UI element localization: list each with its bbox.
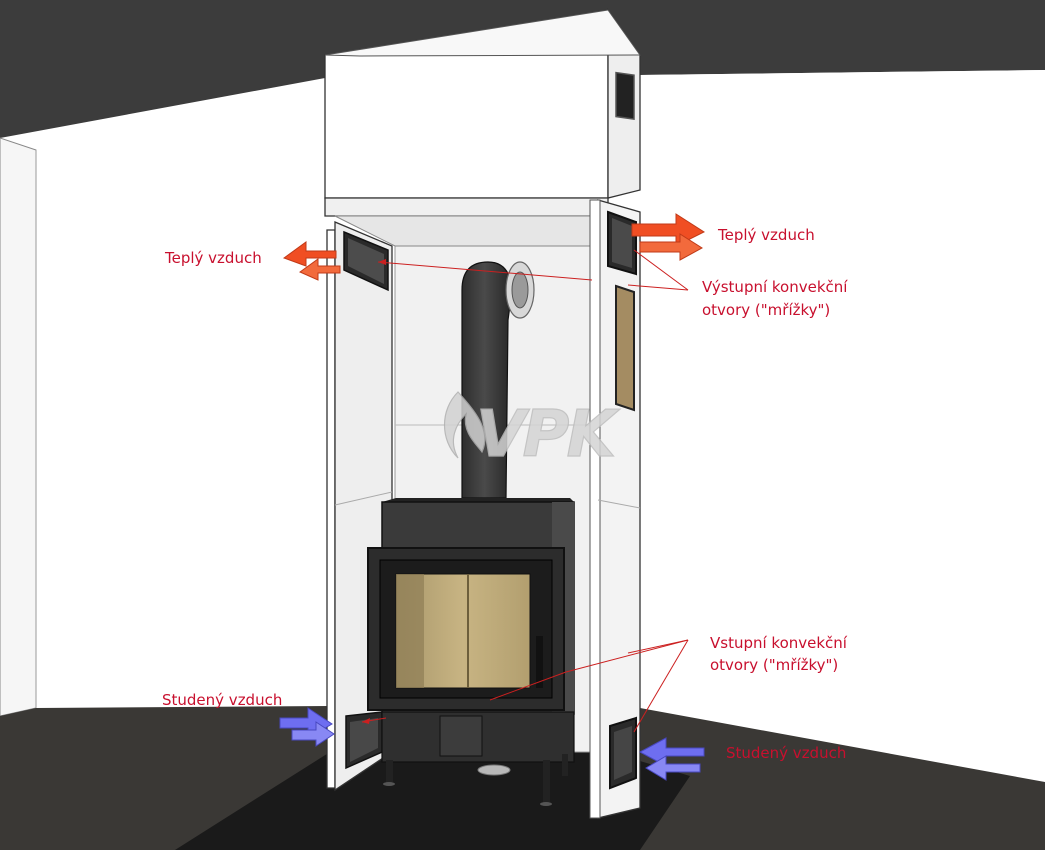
ceiling-strip <box>0 0 1045 138</box>
warm-air-label-right: Teplý vzduch <box>717 226 815 244</box>
left-wall-return <box>0 137 37 717</box>
outlet-vents-label-line1: Výstupní konvekční <box>702 278 848 296</box>
inlet-vents-label-line2: otvory ("mřížky") <box>710 656 838 674</box>
stove-leg <box>562 754 568 776</box>
annotation-labels: Teplý vzduch Teplý vzduch Výstupní konve… <box>162 226 848 762</box>
leader-line <box>633 639 689 733</box>
stove-leg <box>543 760 550 802</box>
warm-air-arrow-right <box>631 213 706 261</box>
warm-air-arrow-left <box>282 241 341 281</box>
warm-air-label-left: Teplý vzduch <box>164 249 262 267</box>
leader-line <box>627 284 689 291</box>
stove-leg <box>386 760 393 782</box>
vpk-watermark-logo: VPK <box>444 391 624 473</box>
right-panel-front <box>589 199 601 819</box>
stove-handle <box>536 636 543 688</box>
hearth-plate <box>175 752 690 850</box>
leader-line <box>489 671 567 701</box>
cold-air-label-left: Studený vzduch <box>162 691 282 709</box>
cold-air-arrow-left <box>279 707 335 747</box>
hood-bottom <box>324 197 609 217</box>
stove-top <box>382 498 574 502</box>
right-window <box>615 284 635 412</box>
hood-top <box>324 9 641 57</box>
inlet-vents-label-line1: Vstupní konvekční <box>710 634 848 652</box>
hood-side-vent <box>615 71 635 120</box>
flame-icon <box>444 391 486 459</box>
leader-line <box>627 639 689 654</box>
leader-line <box>633 249 689 291</box>
leader-lines <box>361 249 689 733</box>
leader-line <box>377 261 593 281</box>
left-panel-front <box>326 229 336 789</box>
cold-air-arrow-right <box>638 737 705 781</box>
watermark-text: VPK <box>476 398 620 472</box>
outlet-vents-label-line2: otvory ("mřížky") <box>702 301 830 319</box>
stove-insert <box>367 261 575 806</box>
leader-line <box>565 639 689 673</box>
cold-air-label-right: Studený vzduch <box>726 744 846 762</box>
